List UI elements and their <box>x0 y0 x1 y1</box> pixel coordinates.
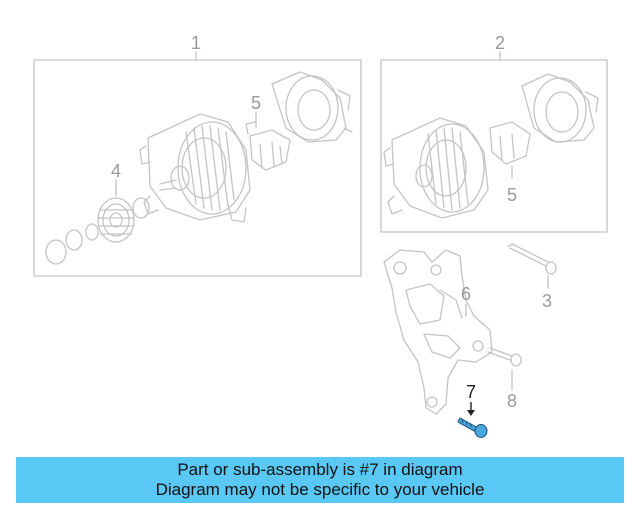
callout-7: 7 <box>465 382 476 402</box>
callout-1: 1 <box>190 33 201 53</box>
bolt-3 <box>507 243 557 289</box>
alternator-left <box>139 113 251 223</box>
bolt-7-highlighted[interactable] <box>457 402 488 438</box>
washer-3 <box>65 229 83 251</box>
callout-5-right: 5 <box>506 185 517 205</box>
regulator-left <box>245 121 291 171</box>
callout-8: 8 <box>506 391 517 411</box>
washer-1 <box>132 197 150 219</box>
mounting-bracket <box>383 249 493 415</box>
callout-5-left: 5 <box>250 93 261 113</box>
bolt-8 <box>487 347 522 391</box>
banner-line-2: Diagram may not be specific to your vehi… <box>155 480 485 499</box>
regulator-right <box>489 121 531 165</box>
rear-housing-left <box>271 71 353 143</box>
washer-4 <box>45 239 67 265</box>
assembly-box-1 <box>33 59 362 277</box>
callout-2: 2 <box>494 33 505 53</box>
rear-housing-right <box>521 73 599 143</box>
banner-line-1: Part or sub-assembly is #7 in diagram <box>177 460 463 479</box>
callout-6: 6 <box>460 284 471 304</box>
callout-3: 3 <box>541 291 552 311</box>
alternator-right <box>383 117 489 219</box>
callout-4: 4 <box>110 161 121 181</box>
assembly-box-2 <box>380 59 608 233</box>
washer-2 <box>85 223 99 241</box>
info-banner: Part or sub-assembly is #7 in diagram Di… <box>16 457 624 503</box>
pulley-left <box>97 197 135 243</box>
